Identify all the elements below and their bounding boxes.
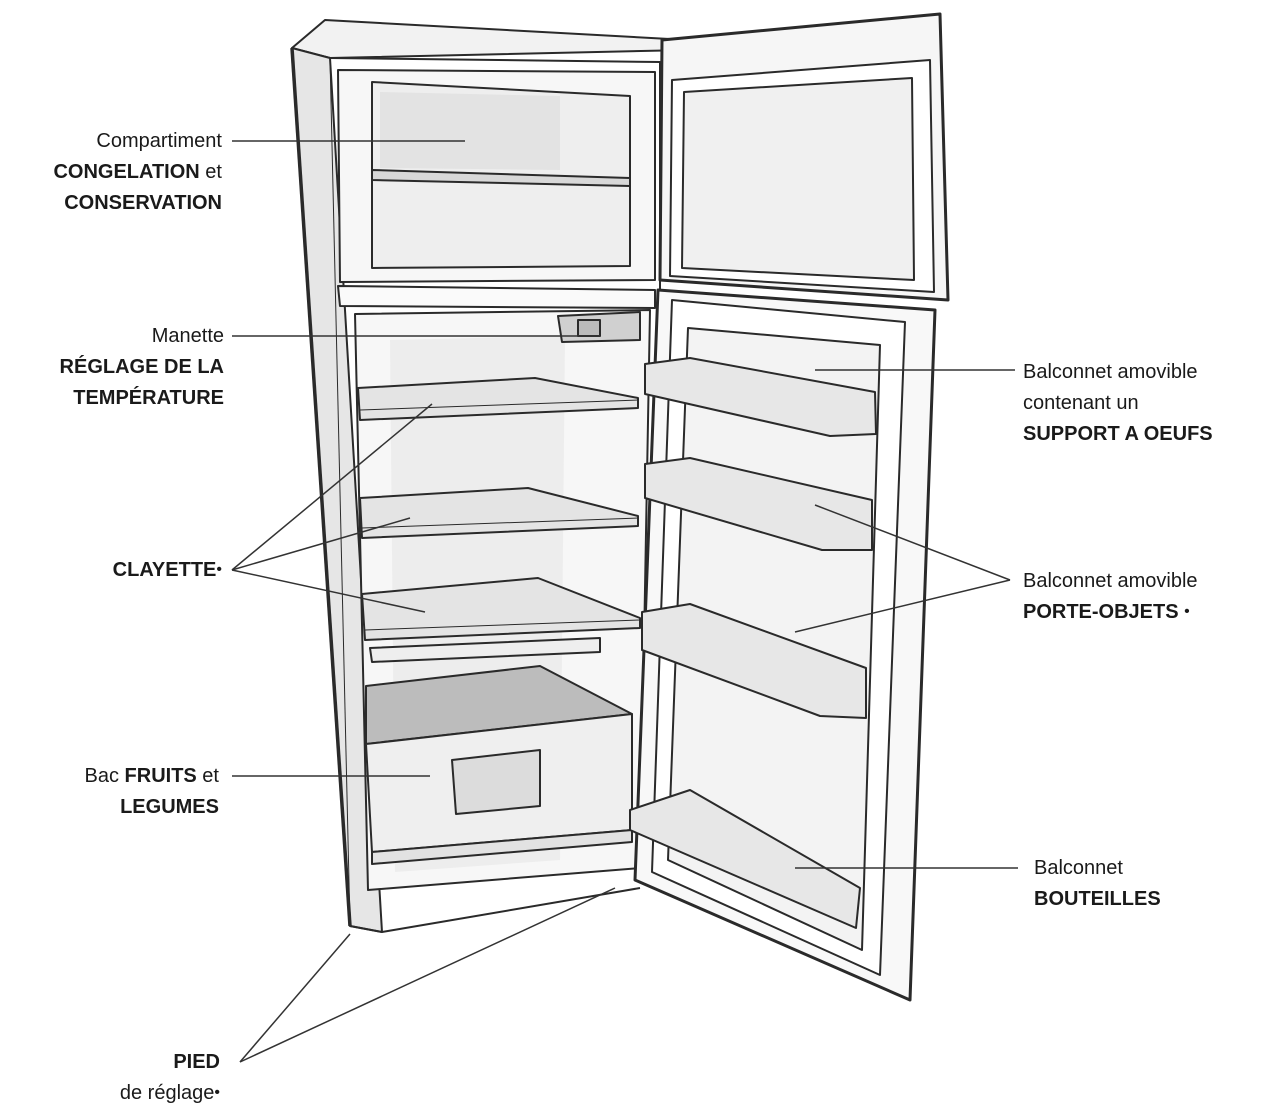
label-oeufs-line2: contenant un xyxy=(1023,392,1139,414)
label-bac-line2: LEGUMES xyxy=(85,792,219,823)
label-congelation-line1: Compartiment xyxy=(96,130,222,152)
label-oeufs-line1: Balconnet amovible xyxy=(1023,361,1198,383)
shelves xyxy=(357,377,641,663)
label-manette-line3: TEMPÉRATURE xyxy=(60,383,224,414)
label-bac-line1: Bac FRUITS et xyxy=(85,761,220,792)
label-manette-bold2: TEMPÉRATURE xyxy=(73,387,224,409)
label-pied-bold: PIED xyxy=(173,1051,220,1073)
label-bouteilles: Balconnet BOUTEILLES xyxy=(1034,853,1161,915)
label-bouteilles-bold: BOUTEILLES xyxy=(1034,888,1161,910)
label-porte-objets-line1: Balconnet amovible xyxy=(1023,570,1198,592)
label-porte-objets-line2: PORTE-OBJETS • xyxy=(1023,597,1198,629)
label-congelation-et: et xyxy=(199,161,222,183)
label-legumes-bold: LEGUMES xyxy=(120,796,219,818)
label-porte-objets-bold: PORTE-OBJETS xyxy=(1023,601,1179,623)
label-congelation-line3: CONSERVATION xyxy=(53,188,222,219)
label-manette-line2: RÉGLAGE DE LA xyxy=(60,352,224,383)
label-bac-bold: FRUITS xyxy=(124,765,197,787)
label-manette: Manette RÉGLAGE DE LA TEMPÉRATURE xyxy=(60,321,224,414)
label-oeufs: Balconnet amovible contenant un SUPPORT … xyxy=(1023,357,1213,450)
freezer-door xyxy=(658,12,950,302)
crisper-drawer xyxy=(365,665,633,865)
label-bac-et: et xyxy=(196,765,219,787)
label-bouteilles-line1: Balconnet xyxy=(1034,857,1123,879)
label-conservation-bold: CONSERVATION xyxy=(64,192,222,214)
label-bouteilles-line2: BOUTEILLES xyxy=(1034,884,1161,915)
door-balconies xyxy=(629,357,877,929)
label-congelation-bold: CONGELATION xyxy=(53,161,200,183)
label-clayette-bullet: • xyxy=(216,561,222,578)
label-oeufs-bold: SUPPORT A OEUFS xyxy=(1023,423,1213,445)
freezer-compartment xyxy=(337,69,656,283)
label-manette-bold1: RÉGLAGE DE LA xyxy=(59,356,224,378)
label-clayette-bold: CLAYETTE xyxy=(112,559,217,581)
label-porte-objets: Balconnet amovible PORTE-OBJETS • xyxy=(1023,566,1198,629)
label-pied: PIED de réglage• xyxy=(120,1047,220,1110)
label-pied-line1: PIED xyxy=(120,1047,220,1078)
label-congelation-line2: CONGELATION et xyxy=(53,157,222,188)
label-bac-text: Bac xyxy=(84,765,125,787)
label-pied-bullet: • xyxy=(214,1084,220,1101)
label-congelation: Compartiment CONGELATION et CONSERVATION xyxy=(53,126,222,219)
label-clayette: CLAYETTE• xyxy=(113,555,222,587)
label-porte-objets-bullet: • xyxy=(1184,603,1190,620)
leader-lines xyxy=(231,140,1018,1063)
label-pied-line2: de réglage• xyxy=(120,1078,220,1110)
label-oeufs-line3: SUPPORT A OEUFS xyxy=(1023,419,1213,450)
label-pied-text: de réglage xyxy=(119,1082,215,1104)
label-clayette-line1: CLAYETTE• xyxy=(113,555,222,587)
label-manette-line1: Manette xyxy=(151,325,224,347)
label-bac: Bac FRUITS et LEGUMES xyxy=(85,761,220,823)
